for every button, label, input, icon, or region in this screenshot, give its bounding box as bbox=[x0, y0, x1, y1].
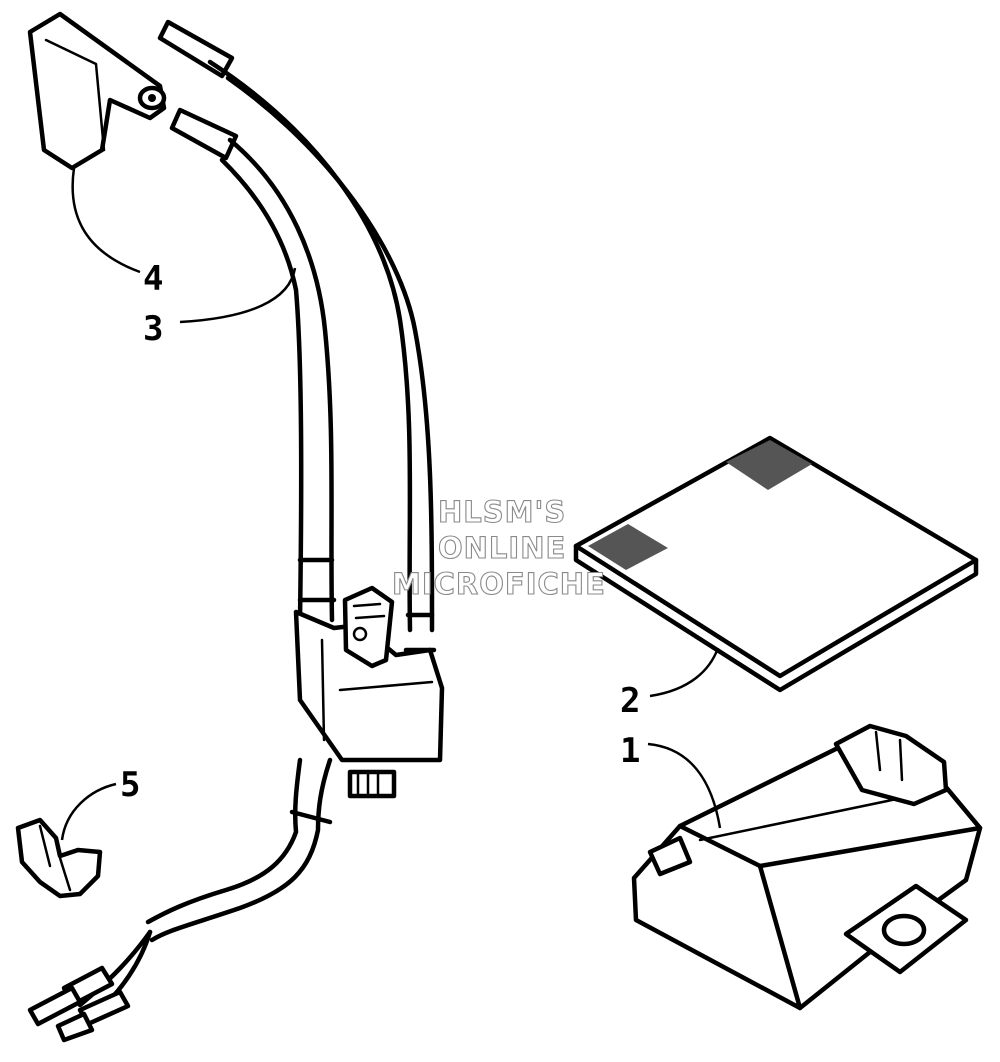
control-module bbox=[631, 723, 983, 1011]
callout-2: 2 bbox=[620, 681, 640, 721]
spark-plug-cap bbox=[27, 11, 167, 171]
harness-clip bbox=[15, 817, 103, 899]
pad-plate bbox=[573, 435, 979, 693]
watermark-line-1: HLSM'S bbox=[438, 495, 566, 529]
watermark-line-3: MICROFICHE bbox=[392, 567, 606, 601]
watermark-line-2: ONLINE bbox=[438, 531, 566, 565]
callout-4: 4 bbox=[143, 259, 163, 299]
watermark: HLSM'S ONLINE MICROFICHE bbox=[391, 494, 606, 601]
leader-lines bbox=[60, 167, 722, 841]
ignition-coil-leads bbox=[27, 19, 445, 1043]
callout-5: 5 bbox=[120, 765, 140, 805]
callout-3: 3 bbox=[143, 309, 163, 349]
callout-1: 1 bbox=[620, 731, 640, 771]
